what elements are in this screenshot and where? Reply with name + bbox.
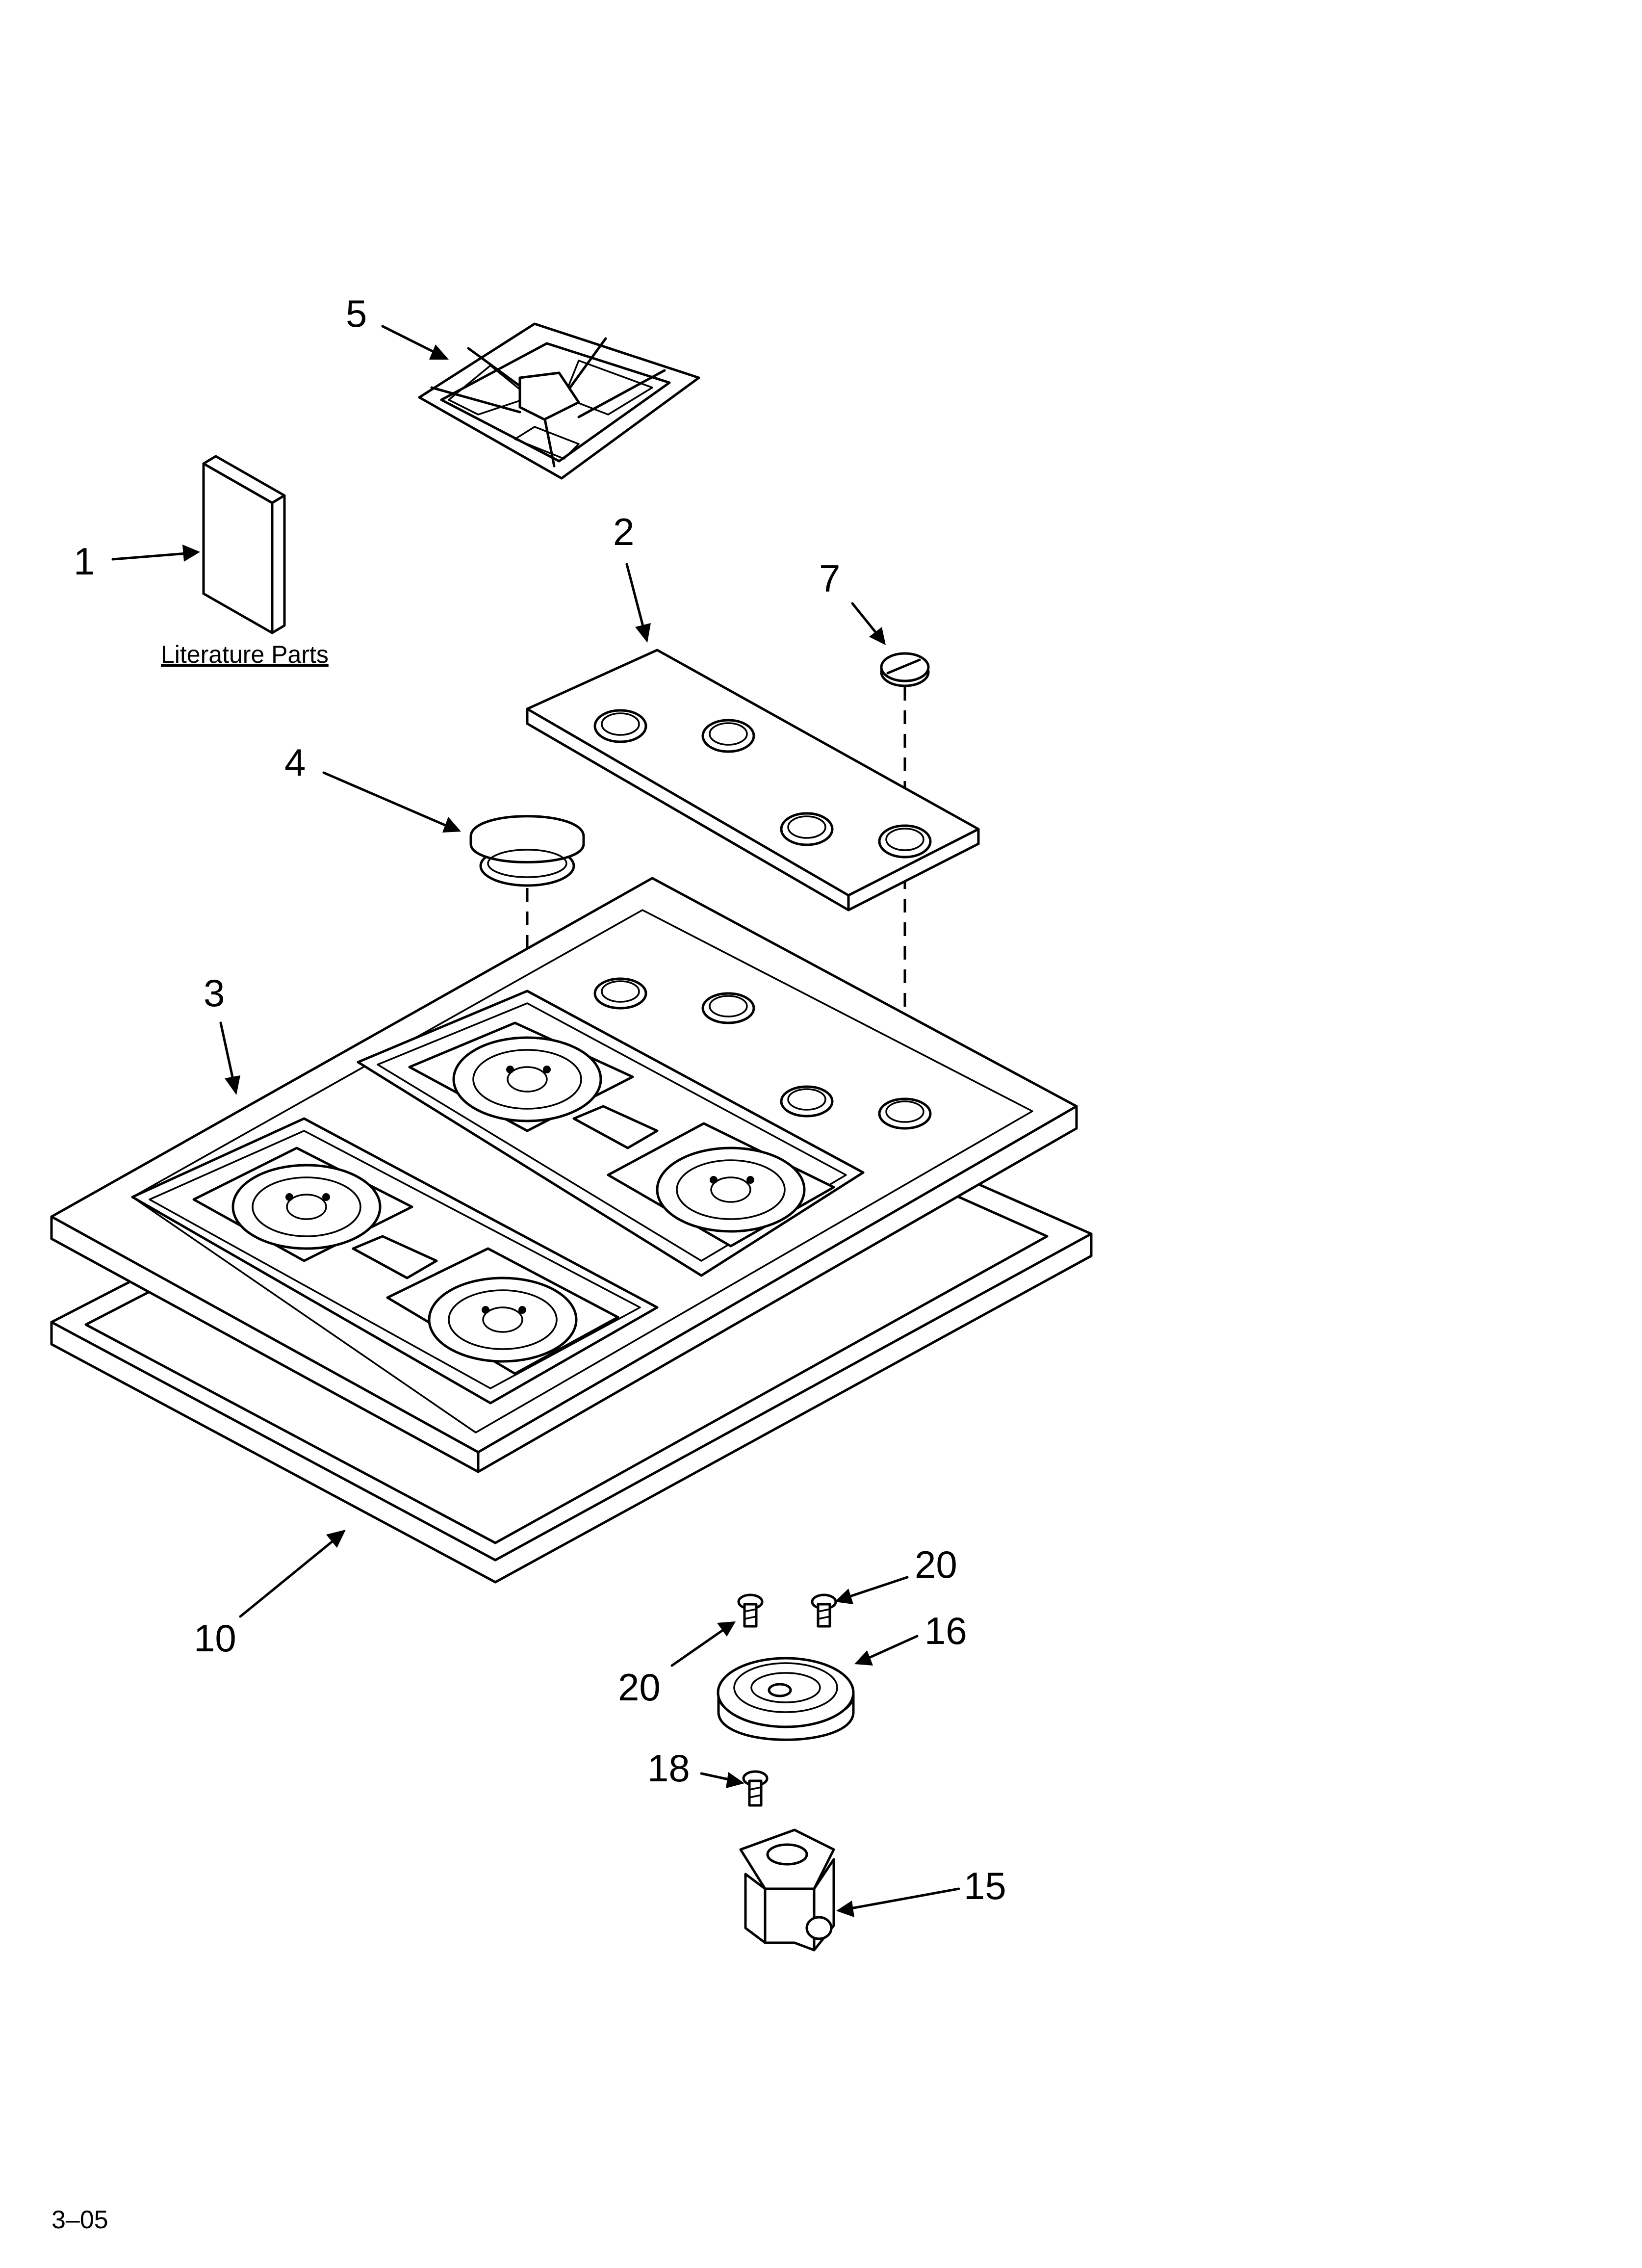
callout-2: 2 (613, 510, 635, 553)
page-footer-code: 3–05 (51, 2206, 108, 2234)
burner-grate (418, 322, 700, 480)
callout-4: 4 (284, 741, 306, 784)
callout-15: 15 (964, 1864, 1006, 1907)
control-knob (880, 652, 930, 1104)
control-panel-overlay (526, 649, 980, 912)
callout-20-left: 20 (618, 1666, 661, 1709)
screw-right (811, 1593, 837, 1628)
callout-16: 16 (924, 1609, 967, 1652)
callout-20-top: 20 (915, 1543, 957, 1586)
screw-18 (742, 1770, 769, 1807)
burner-base (717, 1657, 855, 1741)
callout-3: 3 (204, 971, 225, 1015)
callout-18: 18 (647, 1747, 690, 1790)
screw-left (737, 1593, 764, 1628)
literature-parts-label: Literature Parts (161, 641, 329, 668)
cooktop-main (50, 877, 1078, 1473)
orifice-holder (739, 1828, 835, 1952)
callout-10: 10 (194, 1616, 236, 1660)
leader-lines (111, 325, 960, 1917)
literature-booklet (202, 455, 286, 634)
callout-1: 1 (74, 540, 95, 583)
callout-5: 5 (346, 292, 367, 335)
callout-7: 7 (819, 557, 841, 600)
